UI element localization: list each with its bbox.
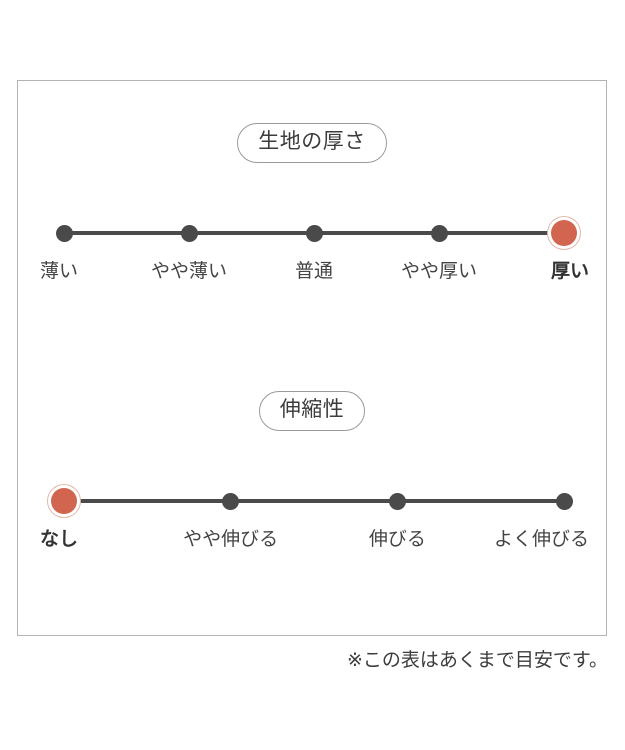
fabric-spec-panel: 生地の厚さ 薄い やや薄い 普通 やや厚い 厚い 伸縮性 なし やや伸びる 伸びる よく伸びる: [17, 80, 607, 636]
scale-dot-stretch-1[interactable]: [222, 492, 240, 510]
scale-group-stretch: 伸縮性 なし やや伸びる 伸びる よく伸びる: [18, 391, 606, 561]
scale-title-stretch: 伸縮性: [258, 391, 366, 431]
scale-label-stretch-1: やや伸びる: [183, 529, 279, 550]
scale-axis-thickness: [18, 215, 606, 249]
axis-line-stretch: [64, 499, 564, 503]
scale-dot-stretch-0[interactable]: [51, 488, 77, 514]
footnote-disclaimer: ※この表はあくまで目安です。: [346, 650, 608, 671]
scale-dot-stretch-3[interactable]: [555, 492, 573, 510]
scale-dot-thickness-4[interactable]: [551, 220, 577, 246]
scale-label-stretch-0: なし: [40, 529, 79, 550]
scale-label-stretch-3: よく伸びる: [493, 529, 589, 550]
scale-label-thickness-2: 普通: [294, 261, 334, 282]
scale-labels-stretch: なし やや伸びる 伸びる よく伸びる: [18, 527, 606, 561]
scale-label-stretch-2: 伸びる: [368, 529, 426, 550]
scale-dot-thickness-3[interactable]: [430, 224, 448, 242]
scale-axis-stretch: [18, 483, 606, 517]
scale-label-thickness-4: 厚い: [550, 261, 589, 282]
scale-label-thickness-0: 薄い: [40, 261, 79, 282]
scale-dot-thickness-2[interactable]: [305, 224, 323, 242]
scale-title-row-1: 伸縮性: [18, 391, 606, 431]
scale-labels-thickness: 薄い やや薄い 普通 やや厚い 厚い: [18, 259, 606, 293]
scale-title-thickness: 生地の厚さ: [237, 123, 387, 163]
scale-title-row-0: 生地の厚さ: [18, 123, 606, 163]
scale-group-thickness: 生地の厚さ 薄い やや薄い 普通 やや厚い 厚い: [18, 123, 606, 293]
scale-dot-thickness-0[interactable]: [55, 224, 73, 242]
scale-label-thickness-1: やや薄い: [150, 261, 228, 282]
scale-label-thickness-3: やや厚い: [400, 261, 478, 282]
scale-dot-stretch-2[interactable]: [388, 492, 406, 510]
scale-dot-thickness-1[interactable]: [180, 224, 198, 242]
